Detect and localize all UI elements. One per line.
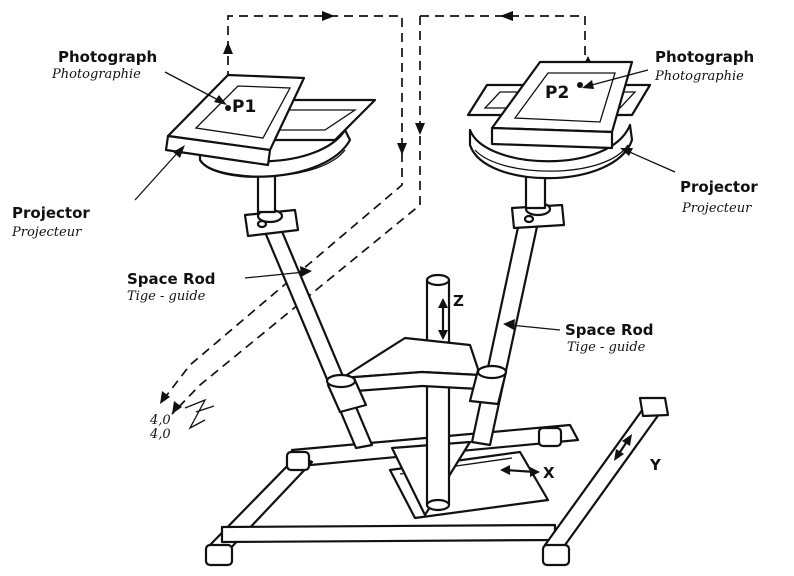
ray-arrow-sw-1 <box>160 391 170 404</box>
space-rod-right-label: Space Rod <box>565 321 654 339</box>
ray-arrow-left <box>500 11 513 21</box>
photograph-right-label: Photograph <box>655 48 754 66</box>
point-p2-mark <box>577 82 583 88</box>
space-rod-left-fr-label: Tige - guide <box>127 289 206 304</box>
space-rod-left-label: Space Rod <box>127 270 216 288</box>
axis-arrows <box>500 434 632 477</box>
ray-arrow-sw-2 <box>172 401 182 414</box>
break-symbol <box>184 398 215 430</box>
link-mark-2: 4,0 <box>149 427 171 442</box>
space-rod-right-fr-label: Tige - guide <box>567 340 646 355</box>
photograph-left-label: Photograph <box>58 48 157 66</box>
left-space-rod <box>243 208 374 450</box>
axis-x-label: X <box>543 464 555 482</box>
left-projector <box>164 73 377 214</box>
link-mark-1: 4,0 <box>149 413 171 428</box>
point-p2-label: P2 <box>545 83 569 103</box>
point-p1-mark <box>225 105 231 111</box>
axis-z-label: Z <box>453 292 464 310</box>
photograph-right-fr-label: Photographie <box>654 69 744 84</box>
right-space-rod <box>468 201 566 447</box>
point-p1-label: P1 <box>232 97 256 117</box>
photograph-left-fr-label: Photographie <box>51 67 141 82</box>
ray-arrow-down-1 <box>397 143 407 155</box>
ray-arrow-down-2 <box>415 123 425 135</box>
z-column <box>340 273 482 512</box>
ray-arrow-up <box>223 42 233 54</box>
projector-right-label: Projector <box>680 178 758 196</box>
axis-y-label: Y <box>649 456 662 474</box>
projector-left-label: Projector <box>12 204 90 222</box>
projector-left-fr-label: Projecteur <box>11 225 82 240</box>
leader-lines <box>134 69 676 331</box>
ray-arrow-right <box>322 11 335 21</box>
projector-right-fr-label: Projecteur <box>681 201 752 216</box>
right-projector <box>466 60 652 210</box>
